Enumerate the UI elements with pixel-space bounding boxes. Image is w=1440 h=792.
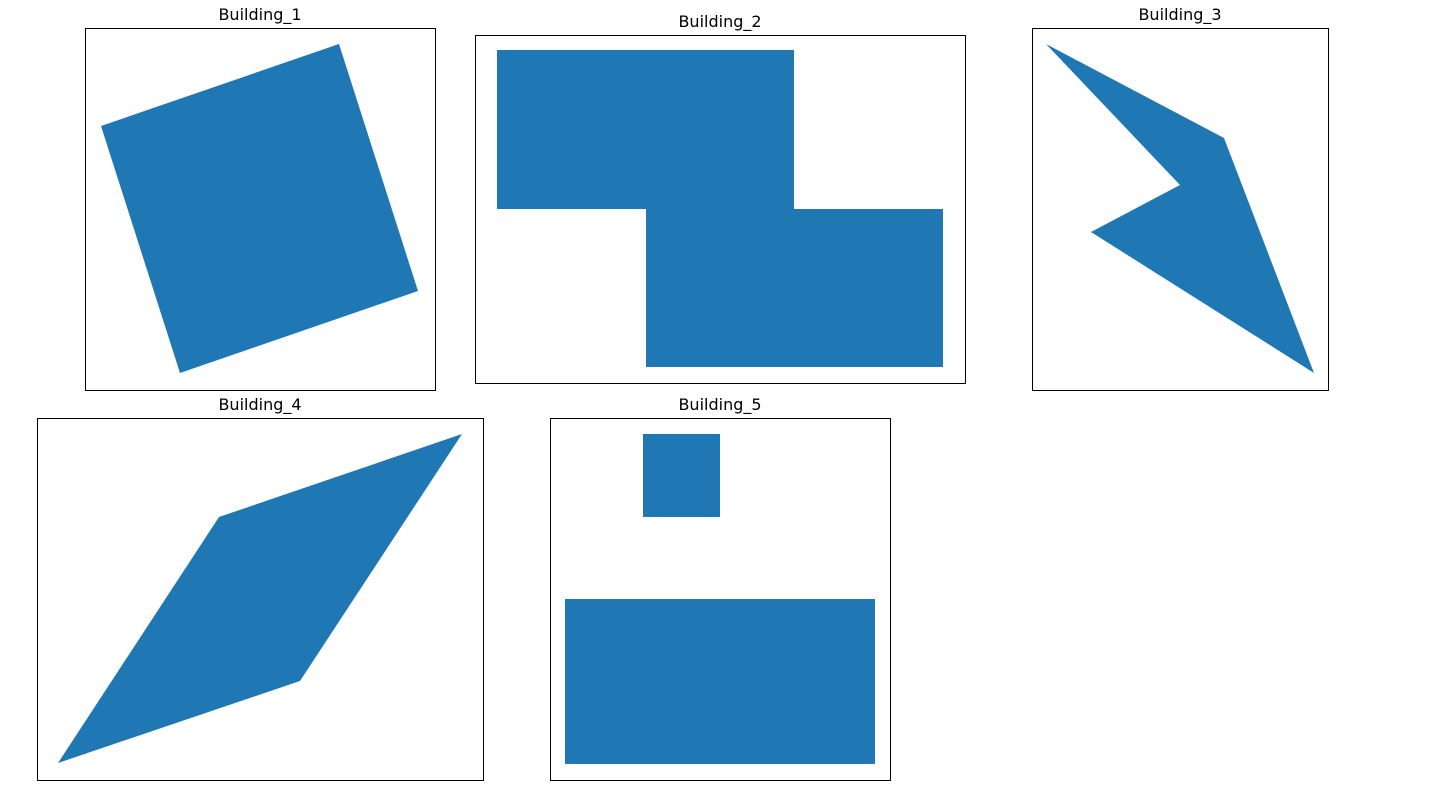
building-3-footprint <box>1046 44 1314 373</box>
building-2-footprint <box>497 50 943 367</box>
building-5-footprint-large <box>565 599 875 764</box>
panel-title-building-3: Building_3 <box>1138 5 1222 24</box>
building-1-footprint <box>101 44 418 373</box>
building-4-footprint <box>58 434 462 763</box>
panel-title-building-5: Building_5 <box>678 395 762 414</box>
panel-title-building-2: Building_2 <box>678 12 762 31</box>
building-5-footprint-small <box>643 434 720 517</box>
panel-title-building-1: Building_1 <box>218 5 302 24</box>
panel-title-building-4: Building_4 <box>218 395 302 414</box>
